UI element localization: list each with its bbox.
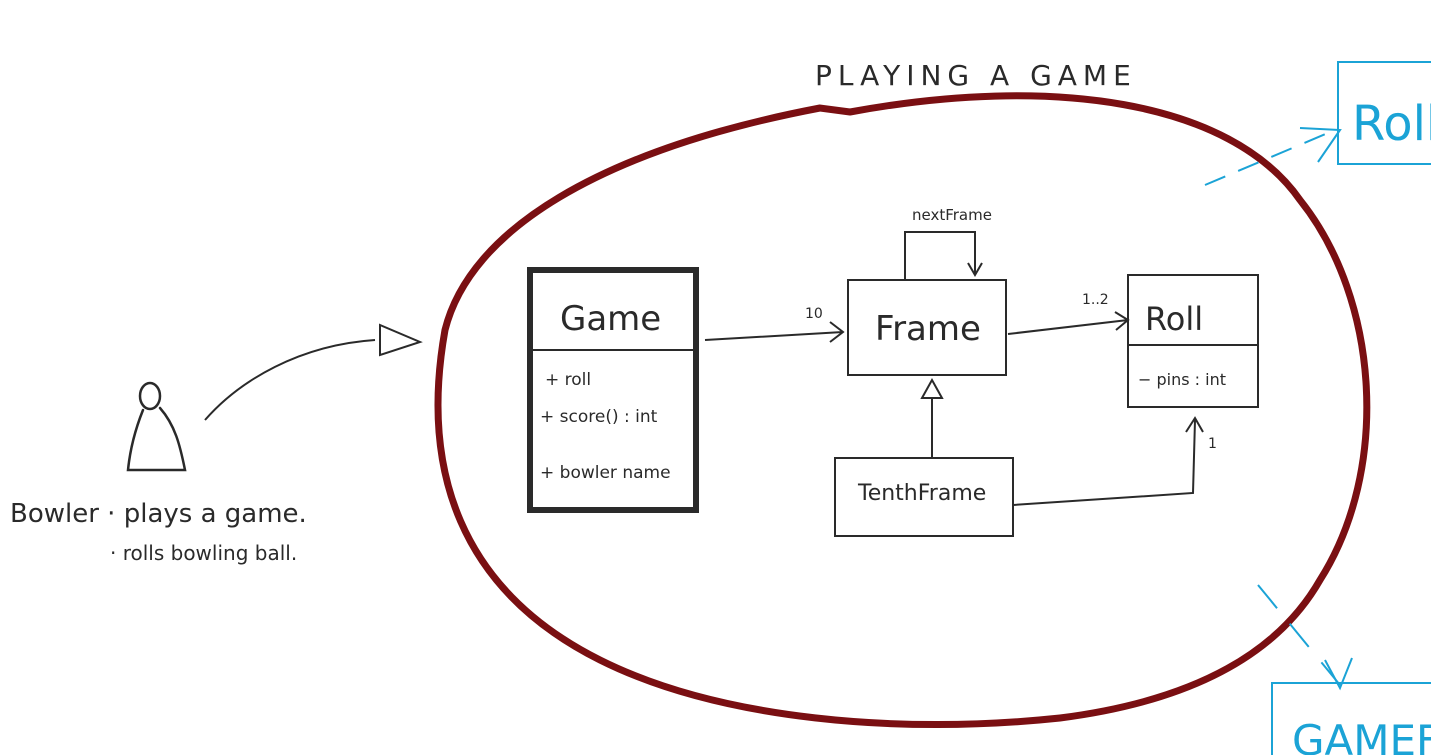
next-frame-association: [904, 231, 983, 280]
inheritance-arrow: [920, 377, 944, 458]
tenth-frame-class-name: TenthFrame: [857, 481, 986, 506]
external-game-label: GAMEF: [1292, 716, 1431, 755]
external-game-link: [1257, 584, 1341, 686]
external-game-box: [1271, 682, 1431, 755]
game-member-1: + roll: [545, 370, 591, 390]
external-roll-label: Roll: [1352, 96, 1431, 152]
frame-roll-multiplicity: 1..2: [1082, 292, 1109, 308]
external-roll-arrowhead: [1299, 127, 1342, 163]
actor-icon: [126, 381, 187, 472]
game-frame-multiplicity: 10: [805, 306, 823, 322]
game-class-name: Game: [560, 299, 661, 339]
roll-class: Roll − pins : int: [1127, 274, 1259, 408]
actor-arrow: [204, 339, 376, 421]
frame-class: Frame: [847, 279, 1007, 376]
frame-roll-association: [1007, 311, 1130, 335]
tenth-roll-multiplicity: 1: [1208, 436, 1217, 452]
roll-class-name: Roll: [1145, 300, 1203, 338]
actor-label: Bowler · plays a game.: [10, 499, 307, 529]
game-frame-association: [704, 321, 845, 343]
next-frame-label: nextFrame: [912, 206, 992, 224]
actor-arrowhead: [379, 323, 423, 357]
game-member-3: + bowler name: [540, 463, 671, 483]
game-member-2: + score() : int: [540, 407, 658, 427]
external-game-arrowhead: [1324, 657, 1353, 691]
external-roll-box: [1337, 61, 1431, 165]
roll-attribute: − pins : int: [1138, 370, 1226, 389]
game-class: Game + roll + score() : int + bowler nam…: [527, 267, 699, 513]
actor-description: · rolls bowling ball.: [110, 541, 297, 565]
tenth-frame-class: TenthFrame: [834, 457, 1014, 537]
tenth-roll-association: [1012, 416, 1204, 506]
context-boundary: [434, 92, 1371, 729]
external-roll-link: [1204, 129, 1336, 186]
diagram-title: PLAYING A GAME: [815, 59, 1137, 92]
frame-class-name: Frame: [875, 309, 981, 349]
